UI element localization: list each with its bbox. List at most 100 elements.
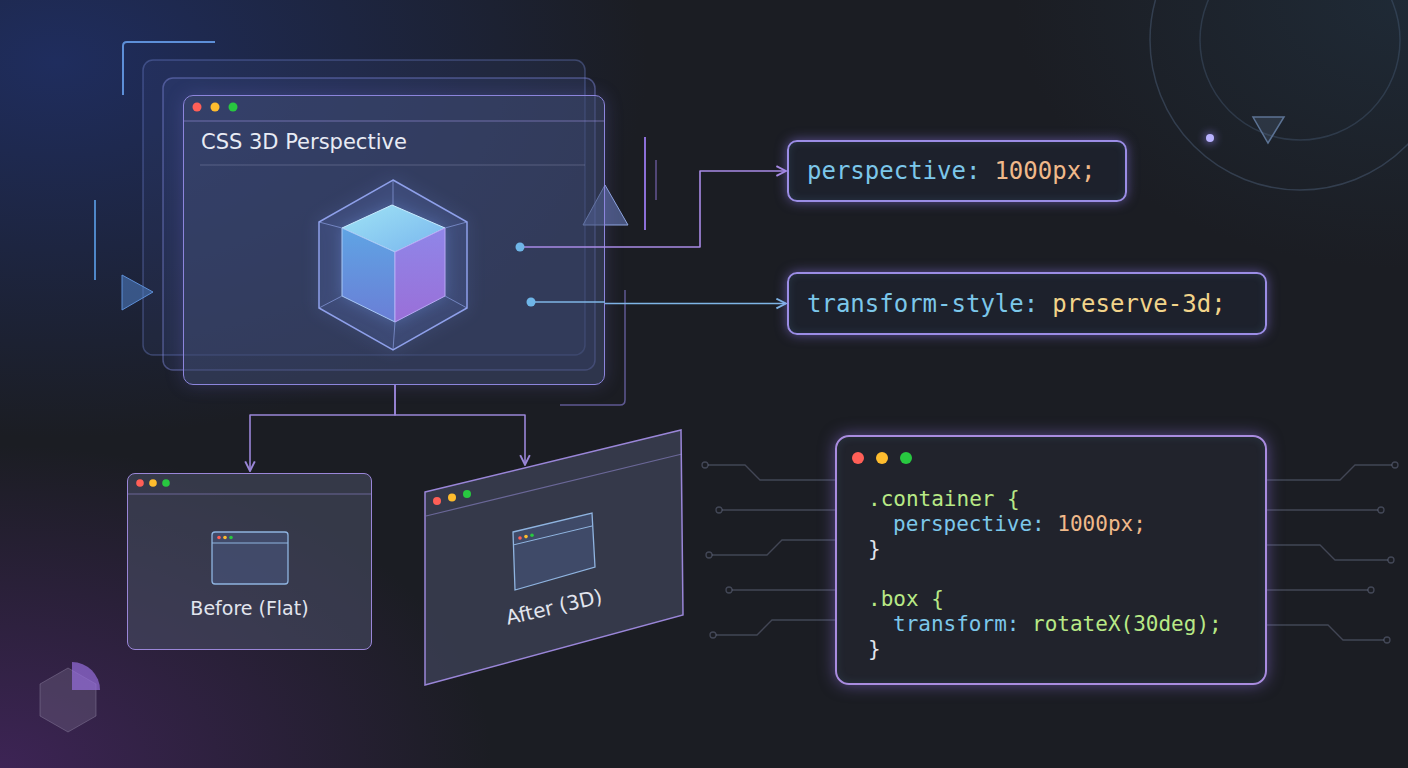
frame-struts [319, 180, 467, 350]
window-dot [136, 479, 144, 487]
code-token: } [868, 637, 881, 662]
code-window: .container {perspective:1000px;}.box {tr… [835, 435, 1267, 685]
circuit-line [712, 540, 835, 555]
cube-right-face [395, 228, 445, 322]
window-dot [149, 479, 157, 487]
circuit-line [1267, 509, 1378, 510]
hexagon-frame [319, 180, 467, 350]
main-window-panel: CSS 3D Perspective [183, 95, 605, 385]
window-dot [448, 494, 456, 502]
bracket-line [123, 42, 215, 95]
circuit-line [1267, 589, 1368, 590]
window-dot [463, 490, 471, 498]
accent-line [644, 137, 646, 230]
title-bar-line [426, 454, 682, 516]
circuit-node [1388, 557, 1394, 563]
circuit-node [726, 587, 732, 593]
circuit-node [1384, 637, 1390, 643]
glow-dot [1206, 134, 1214, 142]
pie-decor [72, 662, 100, 690]
circuit-line [716, 620, 835, 635]
connector-arrow [250, 385, 395, 471]
mini-title-line [513, 526, 592, 545]
triangle-decor [122, 275, 153, 310]
window-dot [876, 452, 888, 464]
perspective-window: After (3D) [425, 430, 683, 685]
circuit-line [1267, 545, 1388, 560]
circuit-line [722, 509, 835, 510]
orbit-arcs [1150, 0, 1408, 190]
text-row: transform:rotateX(30deg); [868, 612, 1245, 637]
cube-illustration [319, 180, 467, 350]
connector-arrow [395, 385, 525, 465]
text-row: } [868, 637, 1245, 662]
accent-line [655, 160, 657, 200]
text-row: } [868, 537, 1245, 562]
circuit-node [702, 462, 708, 468]
window-dot [518, 536, 522, 540]
leader-dot [516, 243, 525, 252]
title-bar-line [184, 120, 604, 121]
hexagon-decor [40, 668, 96, 732]
window-dot [433, 497, 441, 505]
circuit-line [1267, 625, 1384, 640]
text-row: perspective:1000px; [868, 512, 1245, 537]
heading-rule [200, 165, 585, 166]
window-label: CSS 3D Perspective [201, 130, 407, 154]
leader-dot [527, 298, 536, 307]
text-row: .container { [868, 487, 1245, 512]
property-callout: transform-style: preserve-3d; [787, 272, 1267, 335]
circuit-node [1378, 507, 1384, 513]
panel-details [184, 103, 604, 166]
circuit-node [710, 632, 716, 638]
code-window-details [852, 452, 912, 464]
css-token: 1000px; [994, 157, 1095, 185]
circuit-line [708, 465, 835, 480]
text-row: CSS 3D Perspective [201, 130, 587, 154]
triangle-decor [1253, 117, 1284, 143]
code-token: perspective: [893, 512, 1045, 537]
code-token: .container { [868, 487, 1020, 512]
circuit-node [716, 507, 722, 513]
mini-window [212, 532, 288, 584]
mini-title-line [212, 543, 288, 544]
leader-line [531, 301, 605, 303]
leader-starts [516, 243, 606, 307]
orbit-arc [1200, 0, 1400, 140]
before-window-details [128, 479, 371, 584]
connector-arrow [605, 303, 786, 305]
frame-strut [393, 322, 395, 350]
css-token: perspective: [807, 157, 980, 185]
window-dot [211, 103, 220, 112]
frame-strut [319, 296, 342, 308]
window-dot [162, 479, 170, 487]
window-dot [223, 536, 227, 540]
window-dot [229, 536, 233, 540]
flat-window: Before (Flat) [127, 473, 372, 650]
connector-arrow [605, 171, 786, 247]
frame-strut [445, 222, 467, 228]
skewed-window-shape [425, 430, 683, 685]
circuit-node [1368, 587, 1374, 593]
property-callout: perspective: 1000px; [787, 140, 1127, 202]
window-dot [900, 452, 912, 464]
title-bar-line [128, 493, 371, 494]
leader-line [520, 246, 605, 248]
window-dot [852, 452, 864, 464]
window-outline [425, 430, 683, 685]
css-token: transform-style: [807, 290, 1038, 318]
circuit-node [1392, 462, 1398, 468]
cube-top-face [342, 205, 445, 252]
text-row: transform-style: preserve-3d; [807, 290, 1226, 318]
window-dot [193, 103, 202, 112]
frame-strut [445, 296, 467, 308]
accent-line [94, 200, 96, 280]
code-token: rotateX(30deg); [1032, 612, 1222, 637]
window-dot [217, 536, 221, 540]
window-dot [524, 535, 528, 539]
orbit-arc [1150, 0, 1408, 190]
css-token: preserve-3d; [1052, 290, 1225, 318]
